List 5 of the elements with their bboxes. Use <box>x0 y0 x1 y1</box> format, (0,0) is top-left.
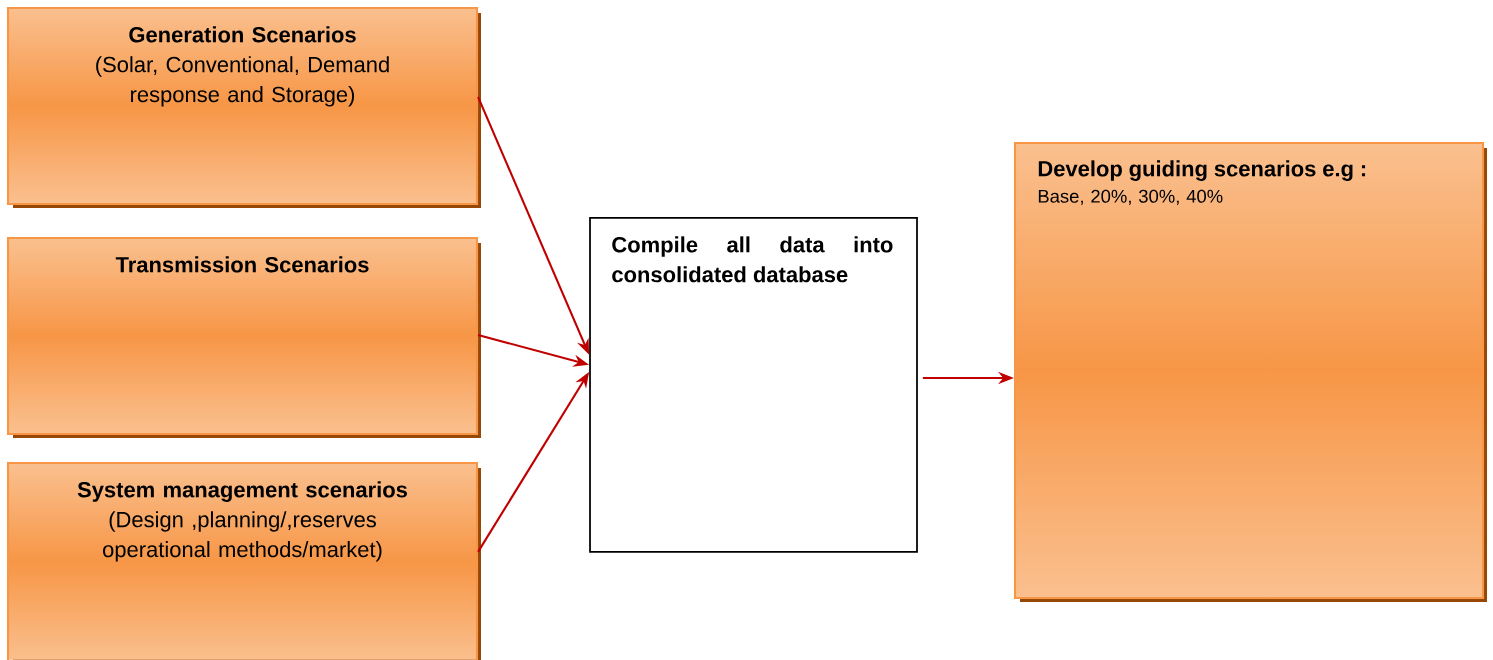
process-box: Transmission Scenarios <box>6 236 481 438</box>
process-box: Develop guiding scenarios e.g : Base, 20%, 30%, 40% <box>1013 141 1487 602</box>
database-box: Compile all data into consolidated database <box>589 217 918 553</box>
process-box: Generation Scenarios (Solar, Conventional, Demand response and Storage) <box>6 6 481 208</box>
process-box: System management scenarios (Design ,planning/,reserves operational methods/market) <box>6 461 481 660</box>
